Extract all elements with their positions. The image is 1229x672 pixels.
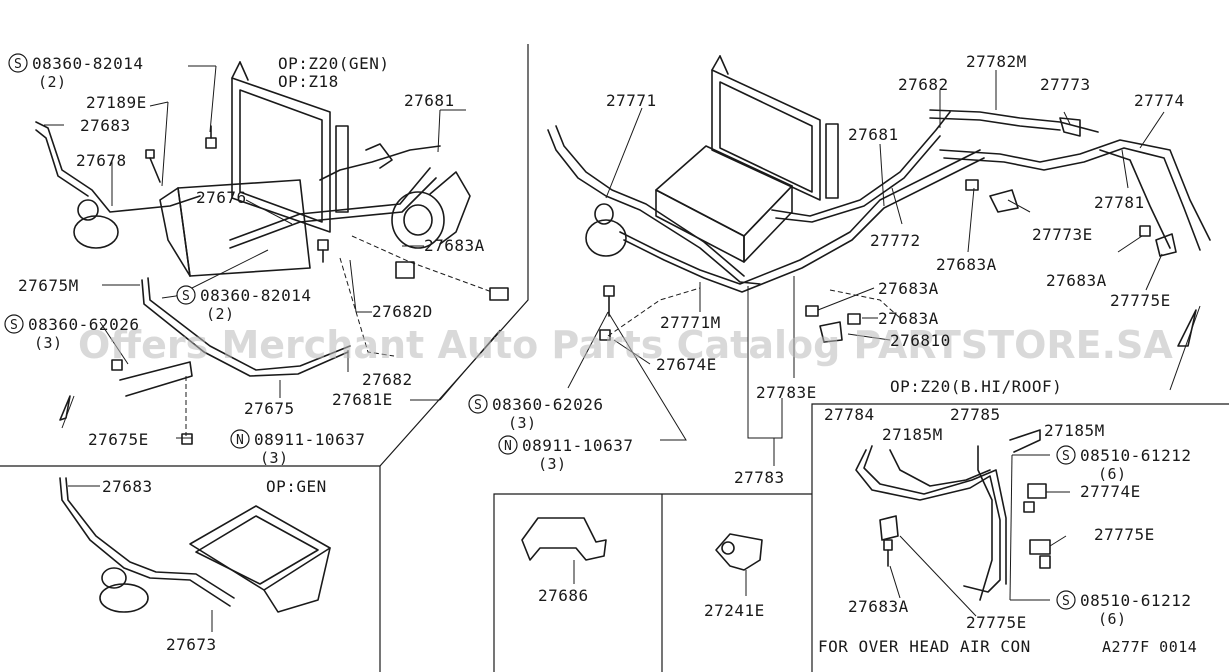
s-marker-1: S xyxy=(8,53,28,73)
svg-text:S: S xyxy=(182,289,190,304)
s-marker-4: S xyxy=(468,394,488,414)
left-guides xyxy=(44,65,501,439)
part-label: 27771M xyxy=(660,313,721,332)
left-upper-assembly xyxy=(35,61,509,445)
callout-n2-qty: (3) xyxy=(538,455,567,473)
part-label: 27775E xyxy=(1110,291,1171,310)
callout-s4-qty: (3) xyxy=(508,414,537,432)
callout-s5-number: 08510-61212 xyxy=(1080,446,1191,465)
part-label: 27683A xyxy=(848,597,909,616)
callout-s3-qty: (3) xyxy=(34,334,63,352)
s-marker-5: S xyxy=(1056,445,1076,465)
right-leaders xyxy=(567,70,1201,466)
part-label: 276810 xyxy=(890,331,951,350)
note-op-z20-gen: OP:Z20(GEN) xyxy=(278,54,389,73)
part-label: 27681E xyxy=(332,390,393,409)
s-marker-3: S xyxy=(4,314,24,334)
part-label: 27683A xyxy=(878,309,939,328)
callout-s5-qty: (6) xyxy=(1098,465,1127,483)
left-lower-assembly xyxy=(59,477,331,632)
part-label: 27676 xyxy=(196,188,247,207)
part-label: 27774 xyxy=(1134,91,1185,110)
diagram-code: A277F 0014 xyxy=(1102,638,1197,656)
part-label: 27675M xyxy=(18,276,79,295)
part-label: 27675E xyxy=(88,430,149,449)
part-label: 27682D xyxy=(372,302,433,321)
part-label: 27775E xyxy=(966,613,1027,632)
callout-n2-number: 08911-10637 xyxy=(522,436,633,455)
part-label: 27682 xyxy=(362,370,413,389)
right-main-assembly xyxy=(547,55,1211,343)
svg-text:S: S xyxy=(14,57,22,72)
part-label: 27678 xyxy=(76,151,127,170)
part-label: 27783 xyxy=(734,468,785,487)
part-label: 27185M xyxy=(882,425,943,444)
part-label: 27783E xyxy=(756,383,817,402)
note-overhead-aircon: FOR OVER HEAD AIR CON xyxy=(818,637,1031,656)
callout-s3-number: 08360-62026 xyxy=(28,315,139,334)
callout-s6-number: 08510-61212 xyxy=(1080,591,1191,610)
part-label: 27683A xyxy=(936,255,997,274)
part-label: 27683A xyxy=(424,236,485,255)
svg-text:N: N xyxy=(504,439,512,454)
callout-s1-qty: (2) xyxy=(38,73,67,91)
callout-s1-number: 08360-82014 xyxy=(32,54,143,73)
part-label: 27241E xyxy=(704,601,765,620)
part-label: 27673 xyxy=(166,635,217,654)
part-label: 27774E xyxy=(1080,482,1141,501)
part-label: 27782M xyxy=(966,52,1027,71)
part-label: 27772 xyxy=(870,231,921,250)
callout-n1-number: 08911-10637 xyxy=(254,430,365,449)
part-label: 27781 xyxy=(1094,193,1145,212)
svg-text:S: S xyxy=(474,398,482,413)
part-label: 27674E xyxy=(656,355,717,374)
svg-text:S: S xyxy=(1062,594,1070,609)
part-label: 27771 xyxy=(606,91,657,110)
part-label: 27681 xyxy=(848,125,899,144)
part-label: 27773 xyxy=(1040,75,1091,94)
part-label: 27189E xyxy=(86,93,147,112)
part-label: 27784 xyxy=(824,405,875,424)
part-label: 27185M xyxy=(1044,421,1105,440)
callout-s6-qty: (6) xyxy=(1098,610,1127,628)
s-marker-2: S xyxy=(176,285,196,305)
part-label: 27775E xyxy=(1094,525,1155,544)
part-label: 27683 xyxy=(102,477,153,496)
n-marker-2: N xyxy=(498,435,518,455)
part-label: 27683A xyxy=(878,279,939,298)
part-label: 27682 xyxy=(898,75,949,94)
callout-s2-qty: (2) xyxy=(206,305,235,323)
part-label: 27785 xyxy=(950,405,1001,424)
note-op-z20-hi-roof: OP:Z20(B.HI/ROOF) xyxy=(890,377,1062,396)
roof-inset-assembly xyxy=(855,429,1070,617)
note-op-gen: OP:GEN xyxy=(266,477,327,496)
part-label: 27683 xyxy=(80,116,131,135)
svg-text:S: S xyxy=(1062,449,1070,464)
part-label: 27686 xyxy=(538,586,589,605)
part-label: 27681 xyxy=(404,91,455,110)
callout-n1-qty: (3) xyxy=(260,449,289,467)
watermark-text: Offers Merchant Auto Parts Catalog PARTS… xyxy=(78,323,1173,367)
callout-s4-number: 08360-62026 xyxy=(492,395,603,414)
bottom-parts xyxy=(521,517,763,596)
callout-s2-number: 08360-82014 xyxy=(200,286,311,305)
svg-text:N: N xyxy=(236,433,244,448)
note-op-z18: OP:Z18 xyxy=(278,72,339,91)
part-label: 27773E xyxy=(1032,225,1093,244)
part-label: 27675 xyxy=(244,399,295,418)
svg-text:S: S xyxy=(10,318,18,333)
n-marker-1: N xyxy=(230,429,250,449)
part-label: 27683A xyxy=(1046,271,1107,290)
s-marker-6: S xyxy=(1056,590,1076,610)
